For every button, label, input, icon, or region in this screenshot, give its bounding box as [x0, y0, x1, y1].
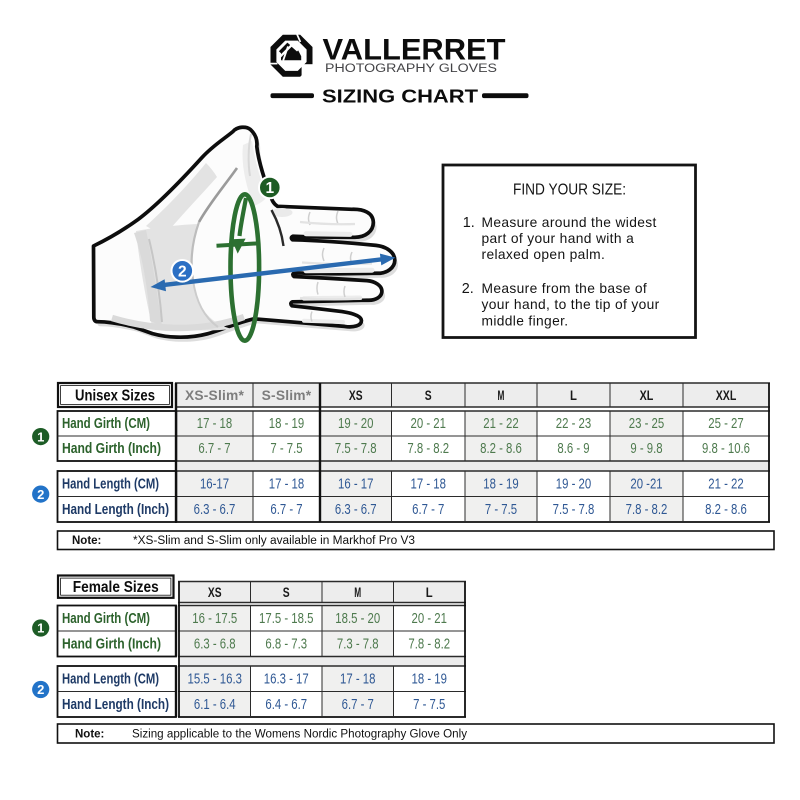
svg-text:6.8 - 7.3: 6.8 - 7.3 [265, 636, 307, 652]
svg-text:16.3 - 17: 16.3 - 17 [264, 671, 309, 687]
svg-text:7 - 7.5: 7 - 7.5 [485, 502, 517, 518]
svg-text:21 - 22: 21 - 22 [483, 416, 518, 432]
svg-text:S: S [283, 585, 290, 601]
svg-text:relaxed open palm.: relaxed open palm. [482, 247, 606, 262]
svg-text:19 - 20: 19 - 20 [556, 476, 591, 492]
svg-text:6.4 - 6.7: 6.4 - 6.7 [265, 697, 307, 713]
svg-text:Hand Girth (Inch): Hand Girth (Inch) [62, 441, 161, 457]
svg-text:1.: 1. [463, 215, 475, 231]
svg-text:XS: XS [208, 585, 222, 601]
svg-text:XS-Slim*: XS-Slim* [185, 388, 245, 403]
svg-text:17 - 18: 17 - 18 [411, 476, 446, 492]
svg-text:part of your hand with a: part of your hand with a [482, 231, 635, 246]
svg-text:8.2 - 8.6: 8.2 - 8.6 [705, 502, 747, 518]
svg-text:17 - 18: 17 - 18 [197, 416, 232, 432]
svg-text:6.7 - 7: 6.7 - 7 [412, 502, 444, 518]
svg-text:2.: 2. [462, 281, 474, 297]
svg-text:Hand Girth (Inch): Hand Girth (Inch) [62, 636, 161, 652]
svg-text:18 - 19: 18 - 19 [269, 416, 304, 432]
svg-text:7.8 - 8.2: 7.8 - 8.2 [408, 636, 450, 652]
svg-text:XXL: XXL [716, 388, 737, 404]
svg-text:L: L [570, 388, 577, 404]
svg-text:6.7 - 7: 6.7 - 7 [342, 697, 374, 713]
svg-text:Measure around the widest: Measure around the widest [482, 215, 657, 230]
svg-text:20 -21: 20 -21 [630, 476, 662, 492]
svg-text:Hand Length (CM): Hand Length (CM) [62, 671, 159, 687]
svg-text:S-Slim*: S-Slim* [262, 388, 312, 403]
svg-text:Hand Girth (CM): Hand Girth (CM) [62, 416, 150, 432]
svg-text:7.5 - 7.8: 7.5 - 7.8 [335, 441, 377, 457]
svg-text:1: 1 [265, 180, 274, 197]
svg-text:18 - 19: 18 - 19 [483, 476, 518, 492]
svg-text:Hand Length (Inch): Hand Length (Inch) [62, 697, 169, 713]
svg-text:Hand Length (Inch): Hand Length (Inch) [62, 502, 169, 518]
svg-text:*XS-Slim and S-Slim only avail: *XS-Slim and S-Slim only available in Ma… [133, 535, 415, 547]
svg-text:6.3 - 6.8: 6.3 - 6.8 [194, 636, 236, 652]
svg-text:6.7 - 7: 6.7 - 7 [198, 441, 230, 457]
svg-text:16-17: 16-17 [200, 476, 229, 492]
svg-text:M: M [354, 585, 361, 601]
svg-text:PHOTOGRAPHY GLOVES: PHOTOGRAPHY GLOVES [325, 61, 497, 75]
svg-text:2: 2 [178, 263, 187, 280]
svg-text:18.5 - 20: 18.5 - 20 [335, 611, 380, 627]
svg-text:9 - 9.8: 9 - 9.8 [630, 441, 662, 457]
svg-text:XL: XL [640, 388, 654, 404]
svg-text:25 - 27: 25 - 27 [708, 416, 743, 432]
svg-text:XS: XS [349, 388, 363, 404]
svg-text:9.8 - 10.6: 9.8 - 10.6 [702, 441, 750, 457]
svg-text:7.3 - 7.8: 7.3 - 7.8 [337, 636, 379, 652]
svg-text:L: L [426, 585, 433, 601]
svg-text:22 - 23: 22 - 23 [556, 416, 591, 432]
svg-text:17 - 18: 17 - 18 [340, 671, 375, 687]
svg-text:Sizing applicable to the Women: Sizing applicable to the Womens Nordic P… [132, 729, 467, 741]
svg-text:20 - 21: 20 - 21 [412, 611, 447, 627]
svg-text:your hand, to the tip of your: your hand, to the tip of your [482, 297, 660, 312]
svg-text:15.5 - 16.3: 15.5 - 16.3 [188, 671, 242, 687]
svg-text:7 - 7.5: 7 - 7.5 [270, 441, 302, 457]
svg-text:1: 1 [37, 621, 44, 636]
svg-text:7.5 - 7.8: 7.5 - 7.8 [553, 502, 595, 518]
svg-text:19 - 20: 19 - 20 [338, 416, 373, 432]
svg-text:2: 2 [37, 682, 44, 697]
svg-text:Hand Length (CM): Hand Length (CM) [62, 476, 159, 492]
svg-text:Note:: Note: [75, 729, 104, 741]
svg-text:6.3 - 6.7: 6.3 - 6.7 [335, 502, 377, 518]
svg-text:6.3 - 6.7: 6.3 - 6.7 [194, 502, 236, 518]
svg-text:17.5 - 18.5: 17.5 - 18.5 [259, 611, 313, 627]
svg-text:FIND YOUR SIZE:: FIND YOUR SIZE: [513, 182, 626, 199]
svg-text:8.6 - 9: 8.6 - 9 [557, 441, 589, 457]
svg-text:6.7 - 7: 6.7 - 7 [270, 502, 302, 518]
svg-text:7 - 7.5: 7 - 7.5 [413, 697, 445, 713]
svg-text:16 - 17.5: 16 - 17.5 [192, 611, 237, 627]
svg-text:7.8 - 8.2: 7.8 - 8.2 [407, 441, 449, 457]
svg-text:SIZING CHART: SIZING CHART [322, 85, 479, 106]
svg-text:7.8 - 8.2: 7.8 - 8.2 [626, 502, 668, 518]
svg-text:Measure from the base of: Measure from the base of [482, 281, 648, 296]
svg-text:16 - 17: 16 - 17 [338, 476, 373, 492]
svg-text:S: S [425, 388, 432, 404]
svg-text:middle finger.: middle finger. [482, 313, 569, 328]
svg-text:21 - 22: 21 - 22 [708, 476, 743, 492]
svg-text:17 - 18: 17 - 18 [269, 476, 304, 492]
svg-text:18 - 19: 18 - 19 [412, 671, 447, 687]
svg-text:VALLERRET: VALLERRET [323, 34, 506, 67]
svg-text:2: 2 [37, 487, 44, 502]
svg-text:M: M [498, 388, 505, 404]
svg-text:Unisex Sizes: Unisex Sizes [75, 387, 155, 404]
svg-text:Note:: Note: [72, 535, 101, 547]
svg-text:6.1 - 6.4: 6.1 - 6.4 [194, 697, 236, 713]
svg-text:1: 1 [37, 429, 44, 444]
svg-text:23 - 25: 23 - 25 [629, 416, 664, 432]
svg-text:Hand Girth (CM): Hand Girth (CM) [62, 611, 150, 627]
svg-text:8.2 - 8.6: 8.2 - 8.6 [480, 441, 522, 457]
svg-text:Female Sizes: Female Sizes [73, 579, 159, 596]
svg-text:20 - 21: 20 - 21 [411, 416, 446, 432]
